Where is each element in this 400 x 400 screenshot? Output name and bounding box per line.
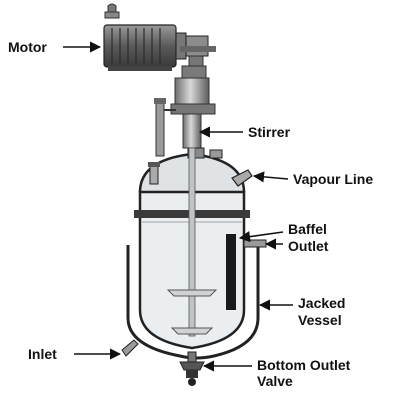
stirrer-drive (154, 65, 216, 157)
motor (103, 3, 216, 71)
label-vapour-line: Vapour Line (293, 171, 373, 187)
label-outlet: Outlet (288, 238, 329, 254)
bottom-outlet-valve (179, 351, 205, 386)
inlet-pipe (121, 339, 139, 357)
baffle-arrow (238, 231, 284, 243)
jacket-outlet-pipe (243, 239, 267, 248)
label-stirrer: Stirrer (248, 124, 291, 140)
stirrer-shaft (166, 147, 218, 337)
label-motor: Motor (8, 39, 47, 55)
label-jacked: Jacked (298, 295, 345, 311)
label-inlet: Inlet (28, 346, 57, 362)
label-valve: Valve (257, 373, 293, 389)
baffle (226, 234, 236, 310)
label-bottom-outlet: Bottom Outlet (257, 357, 351, 373)
leader-lines (63, 41, 293, 372)
label-baffel: Baffel (288, 221, 327, 237)
vapour-line-nozzle (231, 169, 253, 187)
label-vessel: Vessel (298, 312, 342, 328)
vapour-line-arrow (252, 171, 289, 183)
